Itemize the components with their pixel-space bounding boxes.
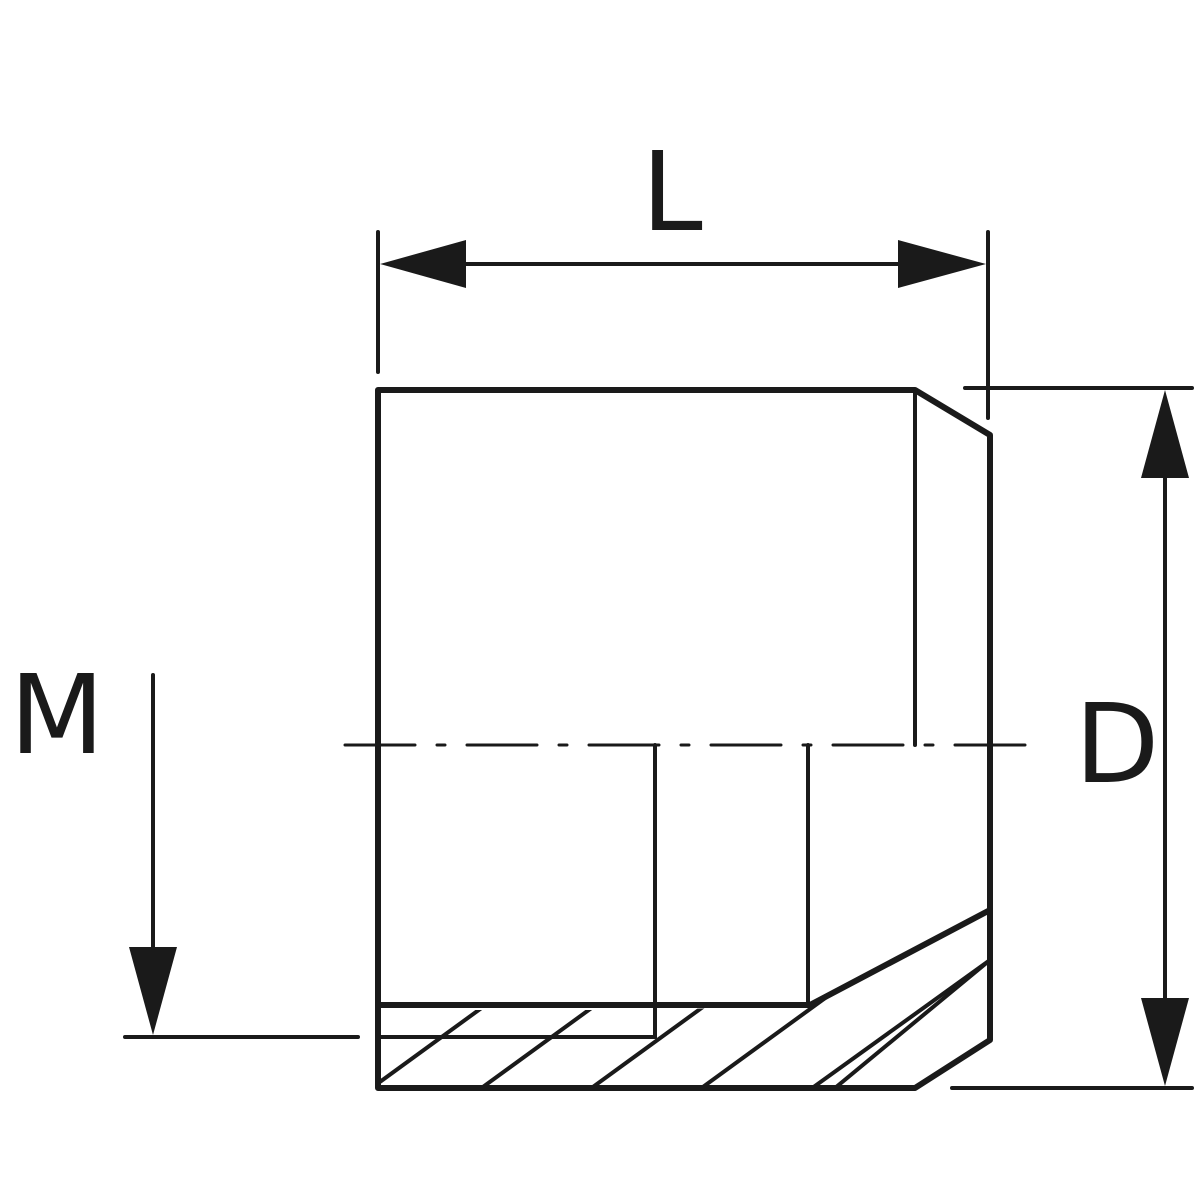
outer-contour: [375, 387, 993, 1091]
label-length: L: [641, 128, 702, 256]
internal-edges: [653, 390, 917, 1039]
label-thread: M: [10, 651, 105, 779]
part-outline: [375, 387, 993, 1091]
arrow-right-icon: [898, 240, 986, 288]
arrow-down-icon: [1141, 998, 1189, 1086]
thread-bore-contour: [375, 907, 993, 1008]
label-diameter: D: [1075, 680, 1160, 808]
hatch-lower-edge: [808, 978, 860, 1006]
arrow-up-icon: [1141, 390, 1189, 478]
dimension-diameter: [950, 386, 1194, 1090]
hatch-section: [378, 958, 990, 1085]
arrow-left-icon: [380, 240, 466, 288]
arrow-thread-down-icon: [129, 947, 177, 1035]
dimension-thread: [123, 673, 360, 1039]
